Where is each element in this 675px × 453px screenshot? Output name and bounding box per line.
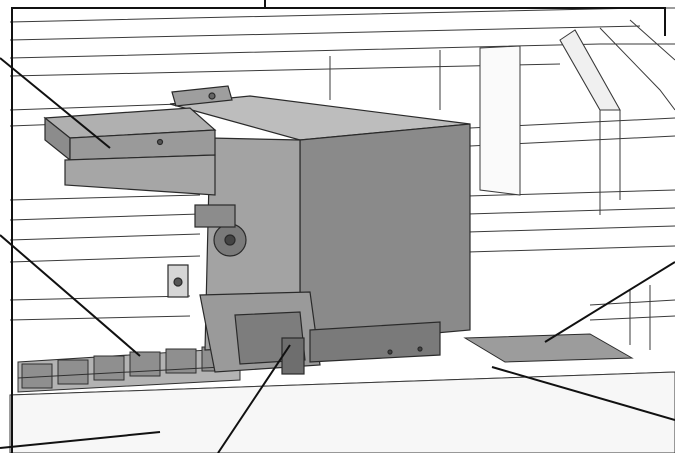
leader-bottom-left (0, 431, 161, 449)
leader-left-middle (0, 234, 141, 357)
paper-guide-plate (463, 333, 634, 363)
leader-bottom-center (217, 344, 291, 453)
frame-panels (9, 29, 675, 453)
carriage (43, 85, 471, 375)
leader-top-left (0, 57, 111, 149)
leader-right-bottom (491, 366, 675, 421)
leader-right-middle (544, 261, 675, 343)
leader-top-bracket (11, 0, 666, 453)
